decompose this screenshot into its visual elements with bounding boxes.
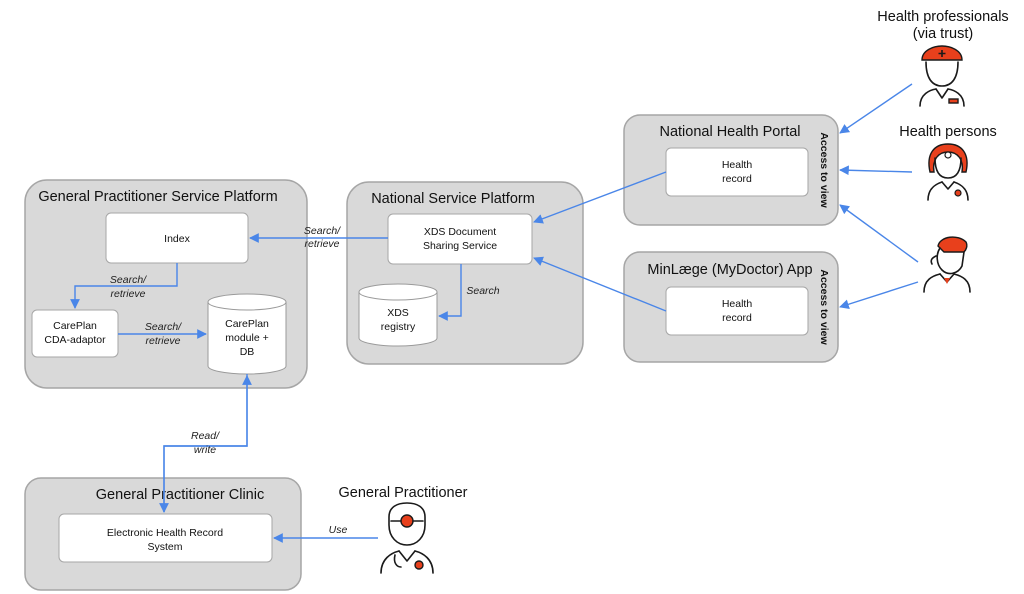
doctor-icon [380, 502, 434, 574]
female-health-person-icon [927, 143, 969, 201]
health-persons-label: Health persons [899, 124, 997, 140]
edge-label-search-retrieve-1b: retrieve [304, 238, 339, 250]
edge-label-search-retrieve-2a: Search/ [110, 274, 147, 286]
general-practitioner-label: General Practitioner [339, 485, 468, 501]
careplan-db-line3: DB [240, 346, 255, 358]
male-person-icon [923, 236, 971, 293]
portal-record-line1: Health [722, 159, 753, 171]
arrow-persons-to-portal [839, 165, 913, 176]
xds-service-line1: XDS Document [424, 226, 496, 238]
health-professionals-label-line1: Health professionals [877, 9, 1008, 25]
edge-label-search: Search [466, 285, 499, 297]
app-record-line1: Health [722, 298, 753, 310]
arrow-xds-to-registry [438, 264, 462, 321]
edge-label-use: Use [329, 524, 348, 536]
gp-clinic-title: General Practitioner Clinic [96, 487, 264, 503]
arrow-portal-to-xds [533, 171, 667, 224]
xds-registry-cylinder: XDS registry [358, 283, 438, 347]
arrow-index-to-adaptor [70, 263, 178, 309]
edge-label-search-retrieve-2b: retrieve [110, 288, 145, 300]
minlaege-app-title: MinLæge (MyDoctor) App [647, 262, 812, 278]
health-professionals-label-line2: (via trust) [913, 26, 973, 42]
arrow-app-to-xds [533, 256, 667, 312]
index-label: Index [164, 233, 190, 245]
careplan-adaptor-line2: CDA-adaptor [44, 334, 106, 346]
ehr-line2: System [147, 541, 182, 553]
arrow-ehr-to-db [163, 375, 252, 512]
edge-label-search-retrieve-3a: Search/ [145, 321, 182, 333]
xds-registry-line1: XDS [387, 307, 409, 319]
careplan-db-line2: module + [225, 332, 269, 344]
arrow-person-to-app [839, 281, 919, 309]
careplan-db-line1: CarePlan [225, 318, 269, 330]
xds-registry-line2: registry [381, 321, 416, 333]
xds-service-line2: Sharing Service [423, 240, 497, 252]
ehr-box: Electronic Health Record System [58, 513, 273, 563]
edge-label-search-retrieve-1a: Search/ [304, 225, 341, 237]
arrow-person-to-portal [839, 204, 919, 263]
edge-label-search-retrieve-3b: retrieve [145, 335, 180, 347]
portal-health-record-box: Health record [665, 147, 809, 197]
app-access-label: Access to view [818, 269, 830, 345]
careplan-db-cylinder: CarePlan module + DB [207, 293, 287, 375]
app-record-line2: record [722, 312, 752, 324]
ehr-line1: Electronic Health Record [107, 527, 223, 539]
national-health-portal-title: National Health Portal [659, 124, 800, 140]
edge-label-read: Read/ [191, 430, 220, 442]
careplan-adaptor-line1: CarePlan [53, 320, 97, 332]
index-box: Index [105, 212, 249, 264]
nurse-icon [919, 45, 965, 107]
arrow-professionals-to-portal [839, 83, 913, 134]
app-health-record-box: Health record [665, 286, 809, 336]
careplan-adaptor-box: CarePlan CDA-adaptor [31, 309, 119, 358]
portal-access-label: Access to view [818, 132, 830, 208]
edge-label-write: write [194, 444, 216, 456]
xds-service-box: XDS Document Sharing Service [387, 213, 533, 265]
national-service-platform-title: National Service Platform [371, 191, 535, 207]
portal-record-line2: record [722, 173, 752, 185]
gp-service-platform-title: General Practitioner Service Platform [38, 189, 277, 205]
